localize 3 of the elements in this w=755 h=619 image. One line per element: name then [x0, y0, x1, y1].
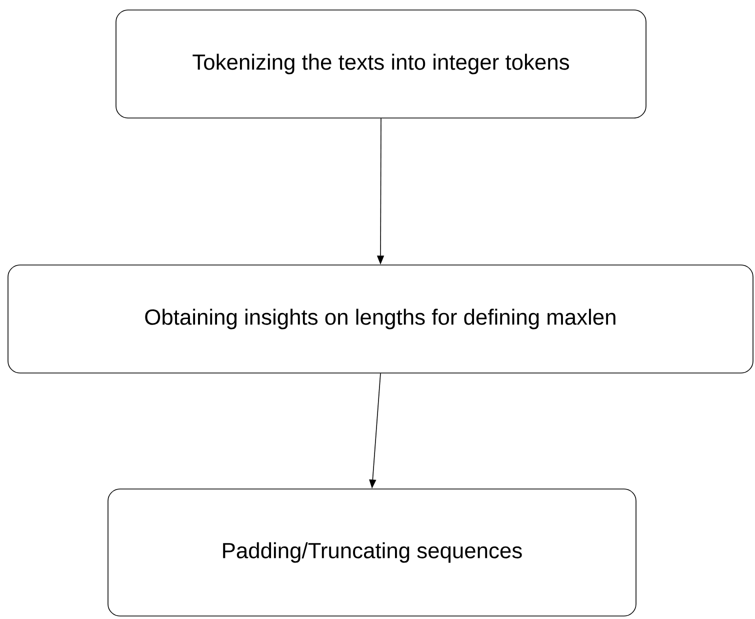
process-box: Tokenizing the texts into integer tokens [116, 10, 646, 118]
process-box: Obtaining insights on lengths for defining maxlen [8, 264, 754, 374]
process-box: Padding/Truncating sequences [108, 488, 636, 616]
